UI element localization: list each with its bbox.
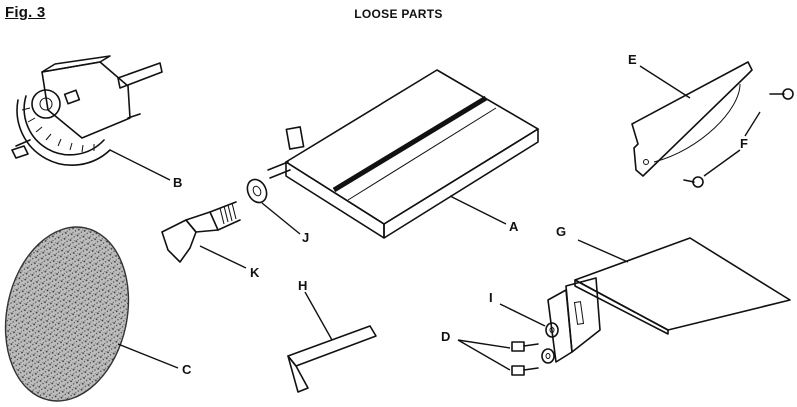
washer-j [244, 176, 300, 234]
callout-k: K [250, 265, 260, 280]
callout-j: J [302, 230, 309, 245]
callout-g: G [556, 224, 566, 239]
callout-c: C [182, 362, 192, 377]
callout-f: F [740, 136, 748, 151]
work-support-platform [548, 238, 790, 362]
screw-d-lower [512, 366, 538, 375]
callout-e: E [628, 52, 637, 67]
screw-f-upper [770, 89, 793, 99]
callout-i: I [489, 290, 493, 305]
screw-f-lower [684, 177, 703, 187]
miter-gauge [12, 56, 170, 180]
callout-b: B [173, 175, 182, 190]
callout-h: H [298, 278, 307, 293]
sanding-disc [0, 215, 178, 407]
callout-a: A [509, 219, 519, 234]
table-lock-knob [162, 202, 246, 268]
callout-d: D [441, 329, 450, 344]
screws-d [458, 340, 538, 375]
sanding-table [268, 70, 538, 238]
dust-guard-plate [632, 62, 752, 176]
hex-wrench [288, 292, 376, 392]
screw-d-upper [512, 342, 538, 351]
screws-f [684, 89, 793, 187]
